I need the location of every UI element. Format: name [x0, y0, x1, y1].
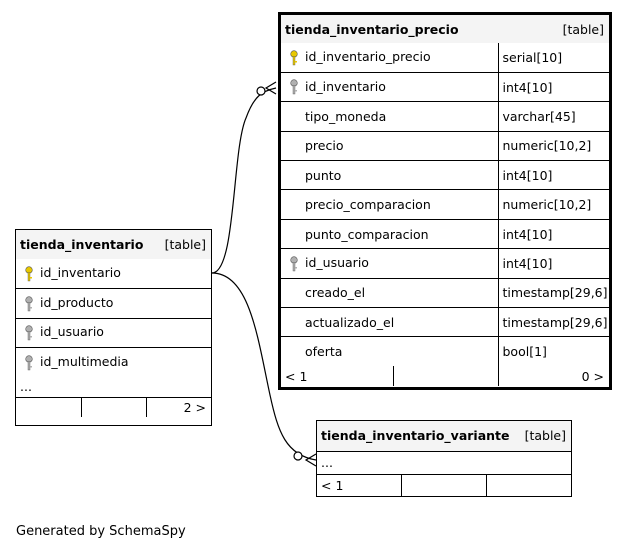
- table-row[interactable]: punto_comparacion int4[10]: [281, 218, 609, 250]
- parents-count[interactable]: < 1: [317, 473, 403, 496]
- table-tienda-inventario-precio[interactable]: tienda_inventario_precio [table] id_inve…: [278, 12, 612, 390]
- column-name: tipo_moneda: [305, 108, 387, 124]
- column-name-cell[interactable]: id_inventario: [16, 259, 211, 289]
- edge-inventario-to-precio: [211, 87, 277, 274]
- edge-optional-marker-precio: [256, 86, 266, 96]
- footer-cell: < 1: [281, 366, 499, 387]
- table-header[interactable]: tienda_inventario_variante [table]: [317, 421, 571, 452]
- footer-blank-right: [485, 473, 571, 496]
- footer-blank-mid: [80, 396, 147, 417]
- table-name: tienda_inventario: [20, 237, 144, 252]
- table-row[interactable]: id_inventario: [16, 259, 211, 289]
- column-name-cell[interactable]: id_usuario: [281, 248, 499, 279]
- table-name: tienda_inventario_variante: [321, 428, 510, 444]
- footer-blank-left: [16, 396, 82, 417]
- column-type: timestamp[29,6]: [497, 307, 609, 338]
- edge-crowfoot-variante: [304, 453, 317, 467]
- column-name-cell[interactable]: tipo_moneda: [281, 101, 499, 132]
- table-row[interactable]: actualizado_el timestamp[29,6]: [281, 307, 609, 338]
- column-name-cell[interactable]: precio: [281, 130, 499, 162]
- column-name: precio: [305, 138, 344, 154]
- column-type: int4[10]: [497, 248, 609, 279]
- table-row[interactable]: tipo_moneda varchar[45]: [281, 101, 609, 132]
- table-row[interactable]: precio_comparacion numeric[10,2]: [281, 189, 609, 220]
- column-type: int4[10]: [497, 218, 609, 250]
- column-name: id_inventario: [40, 265, 121, 281]
- column-name-cell[interactable]: punto: [281, 160, 499, 191]
- table-row[interactable]: id_inventario_precio serial[10]: [281, 43, 609, 73]
- table-row[interactable]: oferta bool[1]: [281, 336, 609, 367]
- column-type: numeric[10,2]: [497, 130, 609, 162]
- more-columns-ellipsis: ...: [16, 377, 211, 398]
- column-type: bool[1]: [497, 336, 609, 367]
- column-name-cell[interactable]: precio_comparacion: [281, 189, 499, 220]
- column-name: creado_el: [305, 285, 366, 301]
- table-row[interactable]: id_multimedia: [16, 347, 211, 377]
- column-name: id_inventario_precio: [305, 49, 431, 65]
- table-type: [table]: [562, 21, 604, 37]
- column-name: punto: [305, 167, 342, 183]
- column-name-cell[interactable]: id_producto: [16, 288, 211, 319]
- table-header[interactable]: tienda_inventario [table]: [16, 230, 211, 259]
- foreign-key-icon: [287, 255, 301, 272]
- column-name-cell[interactable]: oferta: [281, 336, 499, 367]
- column-name: id_inventario: [305, 78, 386, 94]
- children-count[interactable]: 0 >: [497, 366, 609, 387]
- footer-blank-mid: [401, 473, 487, 496]
- foreign-key-icon: [22, 354, 36, 371]
- table-row[interactable]: id_usuario: [16, 317, 211, 348]
- table-header[interactable]: tienda_inventario_precio [table]: [281, 15, 609, 43]
- foreign-key-icon: [287, 79, 301, 96]
- column-name-cell[interactable]: id_inventario: [281, 71, 499, 103]
- column-type: int4[10]: [497, 71, 609, 103]
- parents-count[interactable]: < 1: [281, 366, 394, 387]
- table-type: [table]: [524, 428, 566, 444]
- edge-inventario-to-variante: [211, 272, 317, 461]
- column-name-cell[interactable]: id_inventario_precio: [281, 43, 499, 73]
- column-name-cell[interactable]: id_usuario: [16, 317, 211, 348]
- column-type: serial[10]: [497, 43, 609, 73]
- more-columns-ellipsis: ...: [317, 450, 571, 475]
- table-row[interactable]: id_usuario int4[10]: [281, 248, 609, 279]
- column-type: numeric[10,2]: [497, 189, 609, 220]
- edge-optional-marker-variante: [293, 451, 303, 461]
- column-name: punto_comparacion: [305, 226, 429, 242]
- table-row[interactable]: id_inventario int4[10]: [281, 71, 609, 103]
- foreign-key-icon: [22, 295, 36, 312]
- column-name-cell[interactable]: creado_el: [281, 277, 499, 309]
- column-type: varchar[45]: [497, 101, 609, 132]
- generated-by-label: Generated by SchemaSpy: [16, 524, 186, 539]
- table-row[interactable]: precio numeric[10,2]: [281, 130, 609, 162]
- column-name-cell[interactable]: punto_comparacion: [281, 218, 499, 250]
- column-name-cell[interactable]: id_multimedia: [16, 347, 211, 377]
- foreign-key-icon: [22, 325, 36, 342]
- table-row[interactable]: creado_el timestamp[29,6]: [281, 277, 609, 309]
- column-name: id_multimedia: [40, 354, 129, 370]
- children-count[interactable]: 2 >: [145, 396, 211, 417]
- column-name: actualizado_el: [305, 314, 395, 330]
- edge-crowfoot-precio: [264, 81, 277, 95]
- column-name: id_producto: [40, 294, 114, 310]
- table-row[interactable]: id_producto: [16, 288, 211, 319]
- column-name-cell[interactable]: actualizado_el: [281, 307, 499, 338]
- column-name: id_usuario: [40, 324, 104, 340]
- table-name: tienda_inventario_precio: [285, 21, 459, 37]
- table-row[interactable]: punto int4[10]: [281, 160, 609, 191]
- column-name: oferta: [305, 344, 343, 360]
- table-type: [table]: [164, 237, 206, 252]
- column-name: id_usuario: [305, 255, 369, 271]
- column-type: int4[10]: [497, 160, 609, 191]
- primary-key-icon: [287, 49, 301, 66]
- column-type: timestamp[29,6]: [497, 277, 609, 309]
- column-name: precio_comparacion: [305, 197, 431, 213]
- footer-blank: [393, 366, 497, 386]
- table-tienda-inventario-variante[interactable]: tienda_inventario_variante [table] ... <…: [316, 420, 572, 497]
- primary-key-icon: [22, 265, 36, 282]
